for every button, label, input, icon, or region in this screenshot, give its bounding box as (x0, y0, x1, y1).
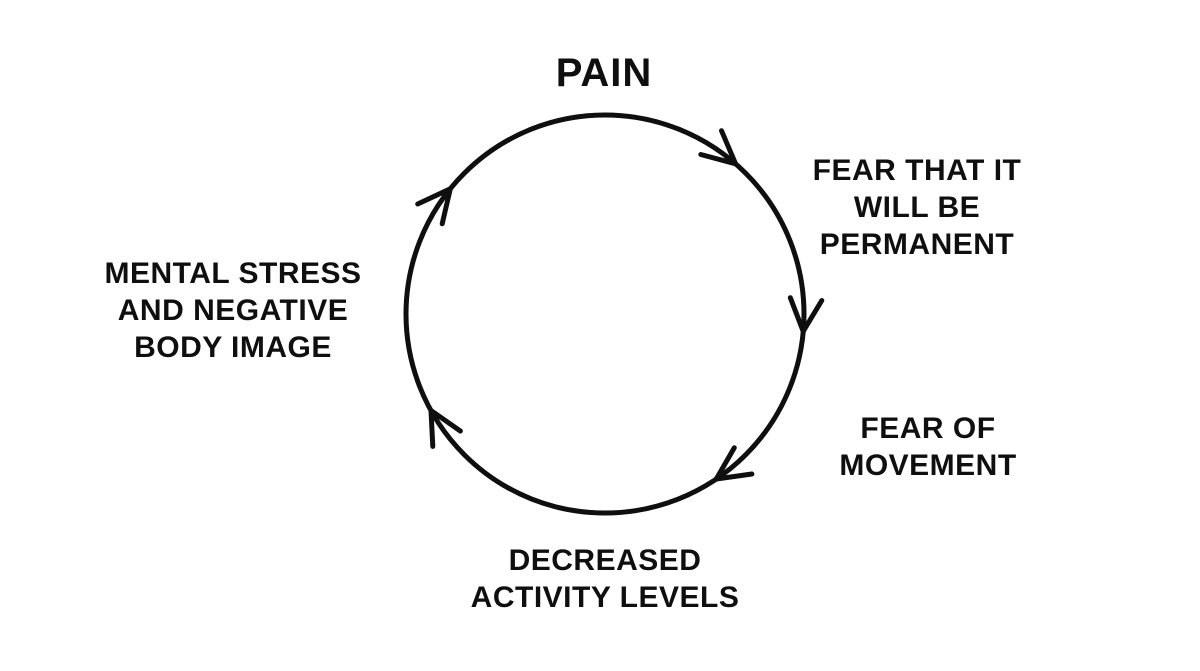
cycle-arrowhead (713, 445, 755, 482)
cycle-arrowhead (428, 408, 463, 449)
cycle-arrowhead (415, 186, 453, 227)
node-label-decreased-activity-levels: DECREASED ACTIVITY LEVELS (470, 543, 740, 614)
cycle-arrowhead (698, 128, 739, 167)
node-label-pain: PAIN (555, 51, 653, 96)
node-label-fear-of-movement: FEAR OF MOVEMENT (839, 411, 1017, 482)
node-label-fear-permanent: FEAR THAT IT WILL BE PERMANENT (812, 154, 1022, 262)
node-label-mental-stress: MENTAL STRESS AND NEGATIVE BODY IMAGE (104, 257, 362, 365)
cycle-arrowhead (787, 295, 825, 334)
cycle-circle (403, 112, 807, 516)
